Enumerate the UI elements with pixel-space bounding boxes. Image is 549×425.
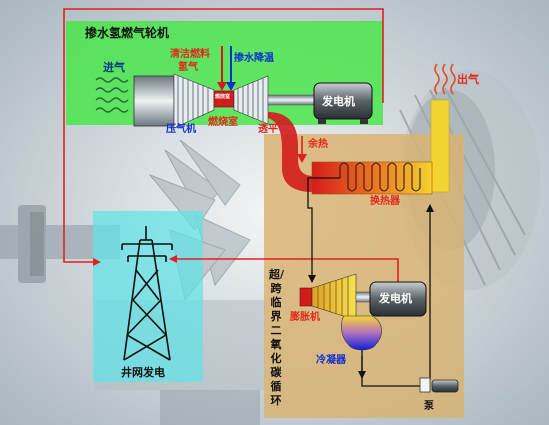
heat-exchanger-label: 换热器: [370, 196, 400, 207]
water-cooling-label: 掺水降温: [234, 53, 274, 64]
waste-heat-arrow: [297, 136, 307, 163]
hydrogen-label: 氢气: [178, 62, 198, 73]
condenser-icon: [341, 315, 382, 351]
air-in-icon: [95, 77, 129, 113]
power-lines: [63, 8, 399, 284]
clean-fuel-label: 清洁燃料: [170, 49, 210, 60]
compressor-inlet: [133, 75, 175, 127]
exhaust-stack: [430, 99, 450, 193]
compressor-label: 压气机: [166, 124, 196, 135]
generator-top-icon: [313, 82, 373, 124]
fuel-arrow: [217, 46, 227, 91]
condenser-label: 冷凝器: [316, 355, 346, 366]
generator-bottom-label: 发电机: [379, 292, 412, 305]
transmission-tower-icon: [121, 226, 173, 361]
grid-label: 井网发电: [121, 366, 165, 379]
expander-icon: [299, 273, 371, 321]
co2-cycle-title: 超/跨临界二氧化碳循环: [269, 268, 285, 407]
generator-bottom-icon: [369, 281, 427, 317]
turbine-icon: [233, 75, 269, 125]
water-arrow: [226, 46, 236, 91]
pump-label: 泵: [424, 401, 434, 412]
gas-turbine-title: 掺水氢燃气轮机: [85, 26, 170, 40]
turbine-shaft: [267, 94, 315, 106]
pump-icon: [419, 377, 459, 393]
expander-label: 膨胀机: [290, 312, 320, 323]
turbine-label: 透平: [258, 124, 278, 135]
combustor-label: 燃烧室: [208, 117, 238, 128]
air-in-label: 进气: [103, 61, 125, 74]
generator-top-label: 发电机: [322, 95, 355, 108]
grid-panel: [93, 211, 203, 382]
co2-loop-lines: [307, 177, 434, 387]
exhaust-icon: [434, 63, 456, 95]
combustor-box-label: 燃烧室: [215, 94, 231, 100]
waste-heat-label: 余热: [308, 139, 328, 150]
compressor-icon: [173, 73, 215, 129]
heat-exchanger-coil: [339, 162, 421, 192]
exhaust-label: 出气: [457, 73, 479, 86]
